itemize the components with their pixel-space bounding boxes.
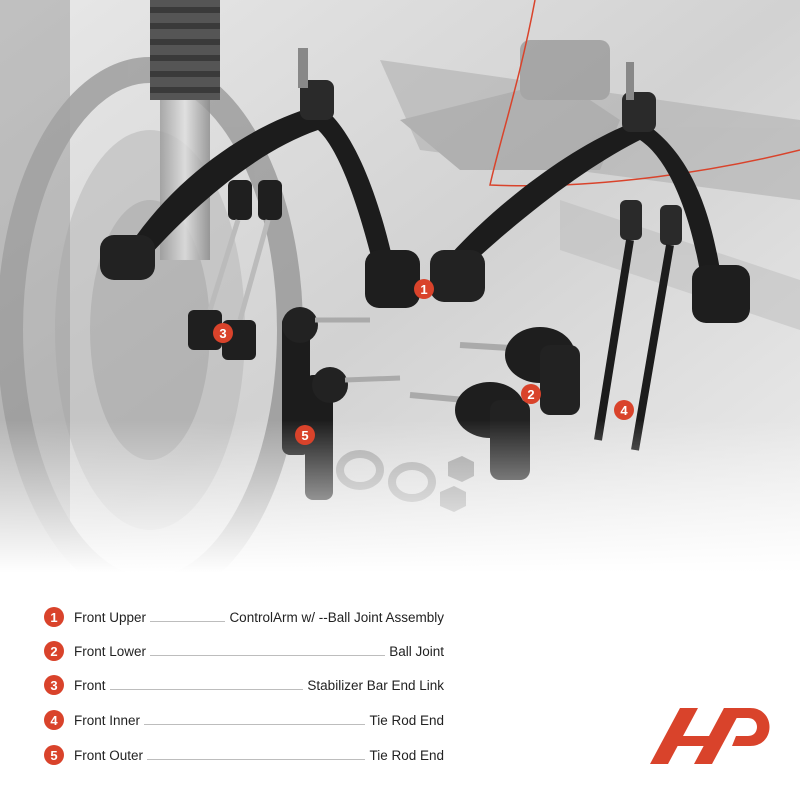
legend-row: 2 Front Lower Ball Joint — [44, 640, 444, 662]
photo-badge-1: 1 — [414, 279, 434, 299]
legend-position: Front Inner — [74, 712, 141, 728]
legend-row: 4 Front Inner Tie Rod End — [44, 709, 444, 731]
brand-logo-icon — [650, 708, 770, 764]
legend-part-name: Tie Rod End — [369, 712, 444, 728]
photo-badge-4: 4 — [614, 400, 634, 420]
shock-absorber — [150, 0, 220, 260]
photo-fade — [0, 420, 800, 600]
legend-part-name: Stabilizer Bar End Link — [307, 677, 444, 693]
legend-leader-line — [144, 723, 366, 725]
legend-number: 5 — [44, 745, 64, 765]
legend-leader-line — [150, 620, 226, 622]
legend-position: Front — [74, 677, 106, 693]
photo-badge-2: 2 — [521, 384, 541, 404]
legend-leader-line — [109, 688, 304, 690]
stabilizer-end-links — [188, 180, 282, 360]
legend-part-name: Ball Joint — [389, 643, 444, 659]
legend-number: 3 — [44, 675, 64, 695]
photo-badge-3: 3 — [213, 323, 233, 343]
legend-number: 1 — [44, 607, 64, 627]
legend-position: Front Upper — [74, 609, 147, 625]
legend-number: 4 — [44, 710, 64, 730]
legend-row: 1 Front Upper ControlArm w/ --Ball Joint… — [44, 606, 444, 628]
upper-control-arm-left — [100, 48, 420, 308]
photo-badge-5: 5 — [295, 425, 315, 445]
legend-position: Front Lower — [74, 643, 147, 659]
legend-leader-line — [147, 758, 366, 760]
legend-row: 3 Front Stabilizer Bar End Link — [44, 674, 444, 696]
inner-tie-rods — [594, 200, 682, 451]
legend-row: 5 Front Outer Tie Rod End — [44, 744, 444, 766]
legend-part-name: Tie Rod End — [369, 747, 444, 763]
upper-control-arm-right — [430, 62, 750, 323]
legend-leader-line — [150, 654, 386, 656]
legend-position: Front Outer — [74, 747, 144, 763]
accent-arc — [489, 0, 800, 187]
legend-part-name: ControlArm w/ --Ball Joint Assembly — [229, 609, 444, 625]
legend-number: 2 — [44, 641, 64, 661]
